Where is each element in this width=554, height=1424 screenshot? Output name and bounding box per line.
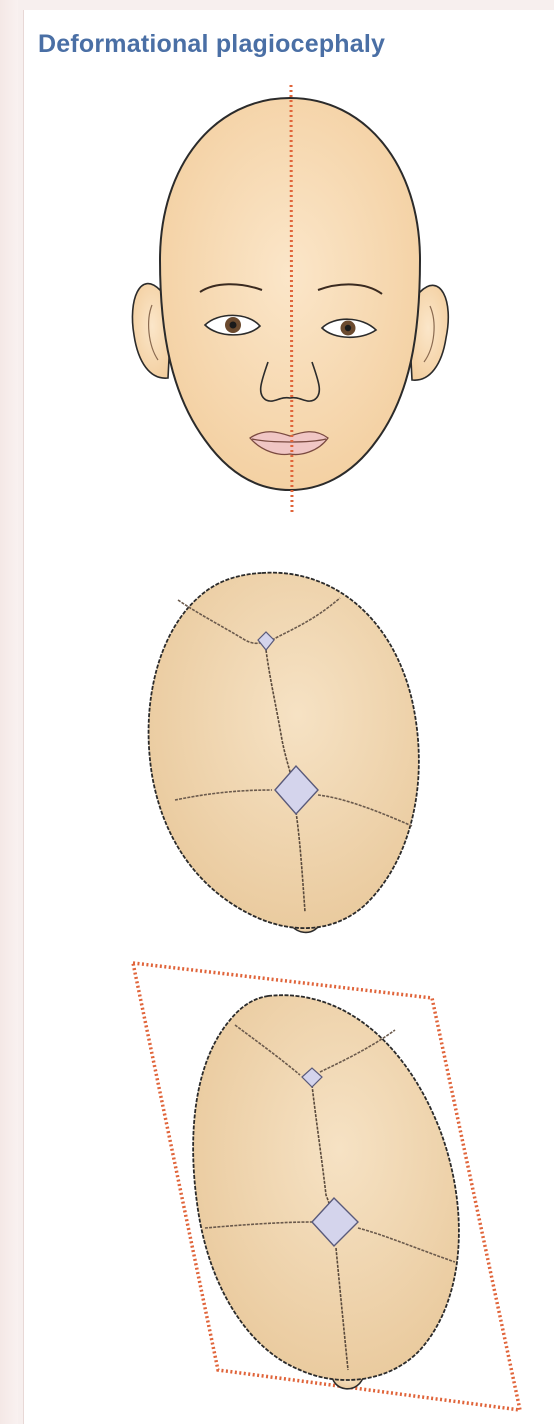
right-pupil: [345, 325, 351, 331]
face-front-view: [132, 85, 448, 515]
left-pupil: [230, 322, 237, 329]
skull-top-view-parallelogram: [133, 963, 520, 1410]
skull-outline-skewed: [193, 995, 459, 1380]
skull-top-view-normal: [149, 573, 419, 933]
